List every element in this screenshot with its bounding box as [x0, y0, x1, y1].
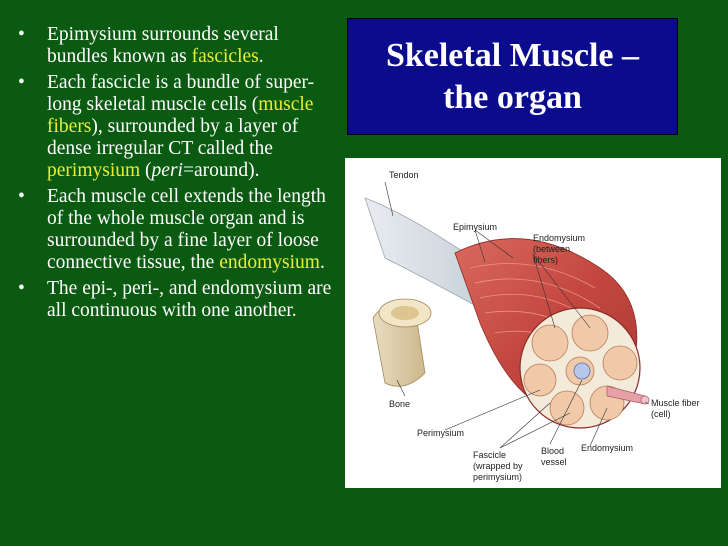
bullet-text: Epimysium surrounds several bundles know… — [47, 24, 279, 67]
label-fascicle-1: Fascicle — [473, 450, 507, 460]
bullet-text: Each fascicle is a bundle of super-long … — [47, 72, 315, 115]
bullet-marker: • — [18, 72, 25, 93]
label-fascicle-3: perimysium) — [473, 472, 523, 482]
bullet-item-1: • Epimysium surrounds several bundles kn… — [18, 24, 336, 68]
bullet-text: . — [319, 252, 325, 273]
bullet-marker: • — [18, 278, 25, 299]
slide-title-line-1: Skeletal Muscle – — [385, 36, 640, 74]
label-blood-vessel-2: vessel — [541, 457, 567, 467]
muscle-diagram: Tendon Epimysium Endomysium (between fib… — [345, 158, 721, 488]
bullet-text: ( — [140, 160, 152, 181]
muscle-illustration — [364, 181, 650, 449]
label-muscle-fiber-1: Muscle fiber — [651, 398, 700, 408]
label-bone: Bone — [389, 399, 411, 409]
label-endomysium-between-1: Endomysium — [533, 233, 586, 243]
highlight-term-perimysium: perimysium — [47, 160, 141, 181]
label-epimysium: Epimysium — [453, 222, 498, 232]
slide-title: Skeletal Muscle – the organ — [386, 35, 639, 119]
label-endomysium: Endomysium — [581, 443, 634, 453]
bullet-marker: • — [18, 186, 25, 207]
italic-term-peri: peri — [151, 160, 183, 181]
bullet-text: . — [258, 46, 264, 67]
label-endomysium-between-2: (between — [533, 244, 571, 254]
label-blood-vessel-1: Blood — [541, 446, 565, 456]
slide-title-box: Skeletal Muscle – the organ — [347, 18, 678, 135]
bullet-marker: • — [18, 24, 25, 45]
highlight-term-endomysium: endomysium — [219, 252, 320, 273]
highlight-term-fascicles: fascicles — [191, 46, 259, 67]
bullet-text: ), surrounded by a layer of dense irregu… — [47, 116, 299, 159]
label-muscle-fiber-2: (cell) — [651, 409, 671, 419]
label-tendon: Tendon — [389, 170, 419, 180]
blood-vessel — [573, 362, 591, 380]
bullet-item-3: • Each muscle cell extends the length of… — [18, 186, 336, 274]
slide-title-line-2: the organ — [443, 78, 582, 116]
highlight-term-muscle-fibers: muscle fibers — [47, 94, 314, 137]
bullet-text: The epi-, peri-, and endomysium are all … — [47, 278, 332, 321]
label-perimysium: Perimysium — [417, 428, 465, 438]
bullet-item-4: • The epi-, peri-, and endomysium are al… — [18, 278, 336, 322]
label-endomysium-between-3: fibers) — [533, 255, 559, 265]
bullet-text: =around). — [182, 160, 260, 181]
bullet-item-2: • Each fascicle is a bundle of super-lon… — [18, 72, 336, 182]
label-fascicle-2: (wrapped by — [473, 461, 523, 471]
bullet-text: Each muscle cell extends the length of t… — [47, 186, 326, 273]
bullet-list: • Epimysium surrounds several bundles kn… — [18, 24, 336, 326]
